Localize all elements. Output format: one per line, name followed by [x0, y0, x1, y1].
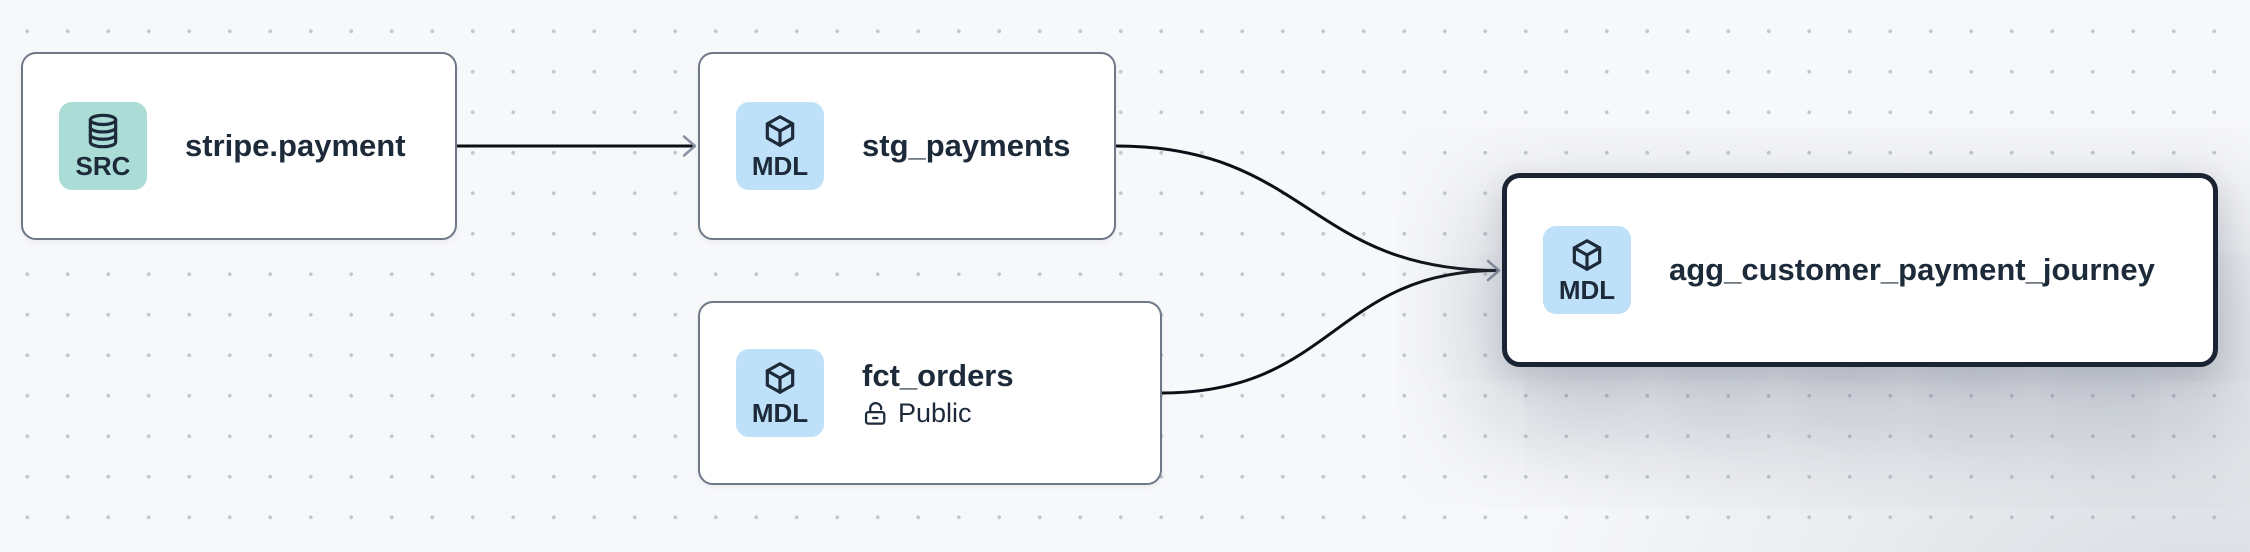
badge-label: MDL [751, 150, 809, 181]
access-label: Public [898, 398, 972, 429]
unlock-icon [864, 402, 886, 425]
badge-label: SRC [75, 150, 131, 181]
node-fct-orders[interactable]: MDL fct_orders Public [698, 301, 1162, 485]
node-title: agg_customer_payment_journey [1669, 252, 2155, 288]
arrowhead-icon [682, 135, 697, 157]
cube-icon [765, 115, 795, 147]
node-title: stripe.payment [185, 128, 406, 164]
badge-label: MDL [1558, 274, 1616, 305]
model-badge: MDL [736, 102, 824, 190]
node-stripe-payment[interactable]: SRC stripe.payment [21, 52, 457, 240]
model-badge: MDL [736, 349, 824, 437]
cube-icon [765, 362, 795, 394]
database-icon [88, 113, 118, 149]
cube-icon [1572, 239, 1602, 271]
edge-fct-orders-to-agg [1161, 269, 1499, 395]
access-row: Public [862, 398, 1014, 429]
node-title: fct_orders [862, 357, 1014, 393]
node-title: stg_payments [862, 128, 1071, 164]
source-badge: SRC [59, 102, 147, 190]
node-agg-customer-payment-journey[interactable]: MDL agg_customer_payment_journey [1502, 173, 2218, 367]
badge-label: MDL [751, 397, 809, 428]
model-badge: MDL [1543, 226, 1631, 314]
arrowhead-icon [1486, 259, 1501, 282]
node-stg-payments[interactable]: MDL stg_payments [698, 52, 1116, 240]
edge-stg-payments-to-agg [1115, 144, 1499, 272]
